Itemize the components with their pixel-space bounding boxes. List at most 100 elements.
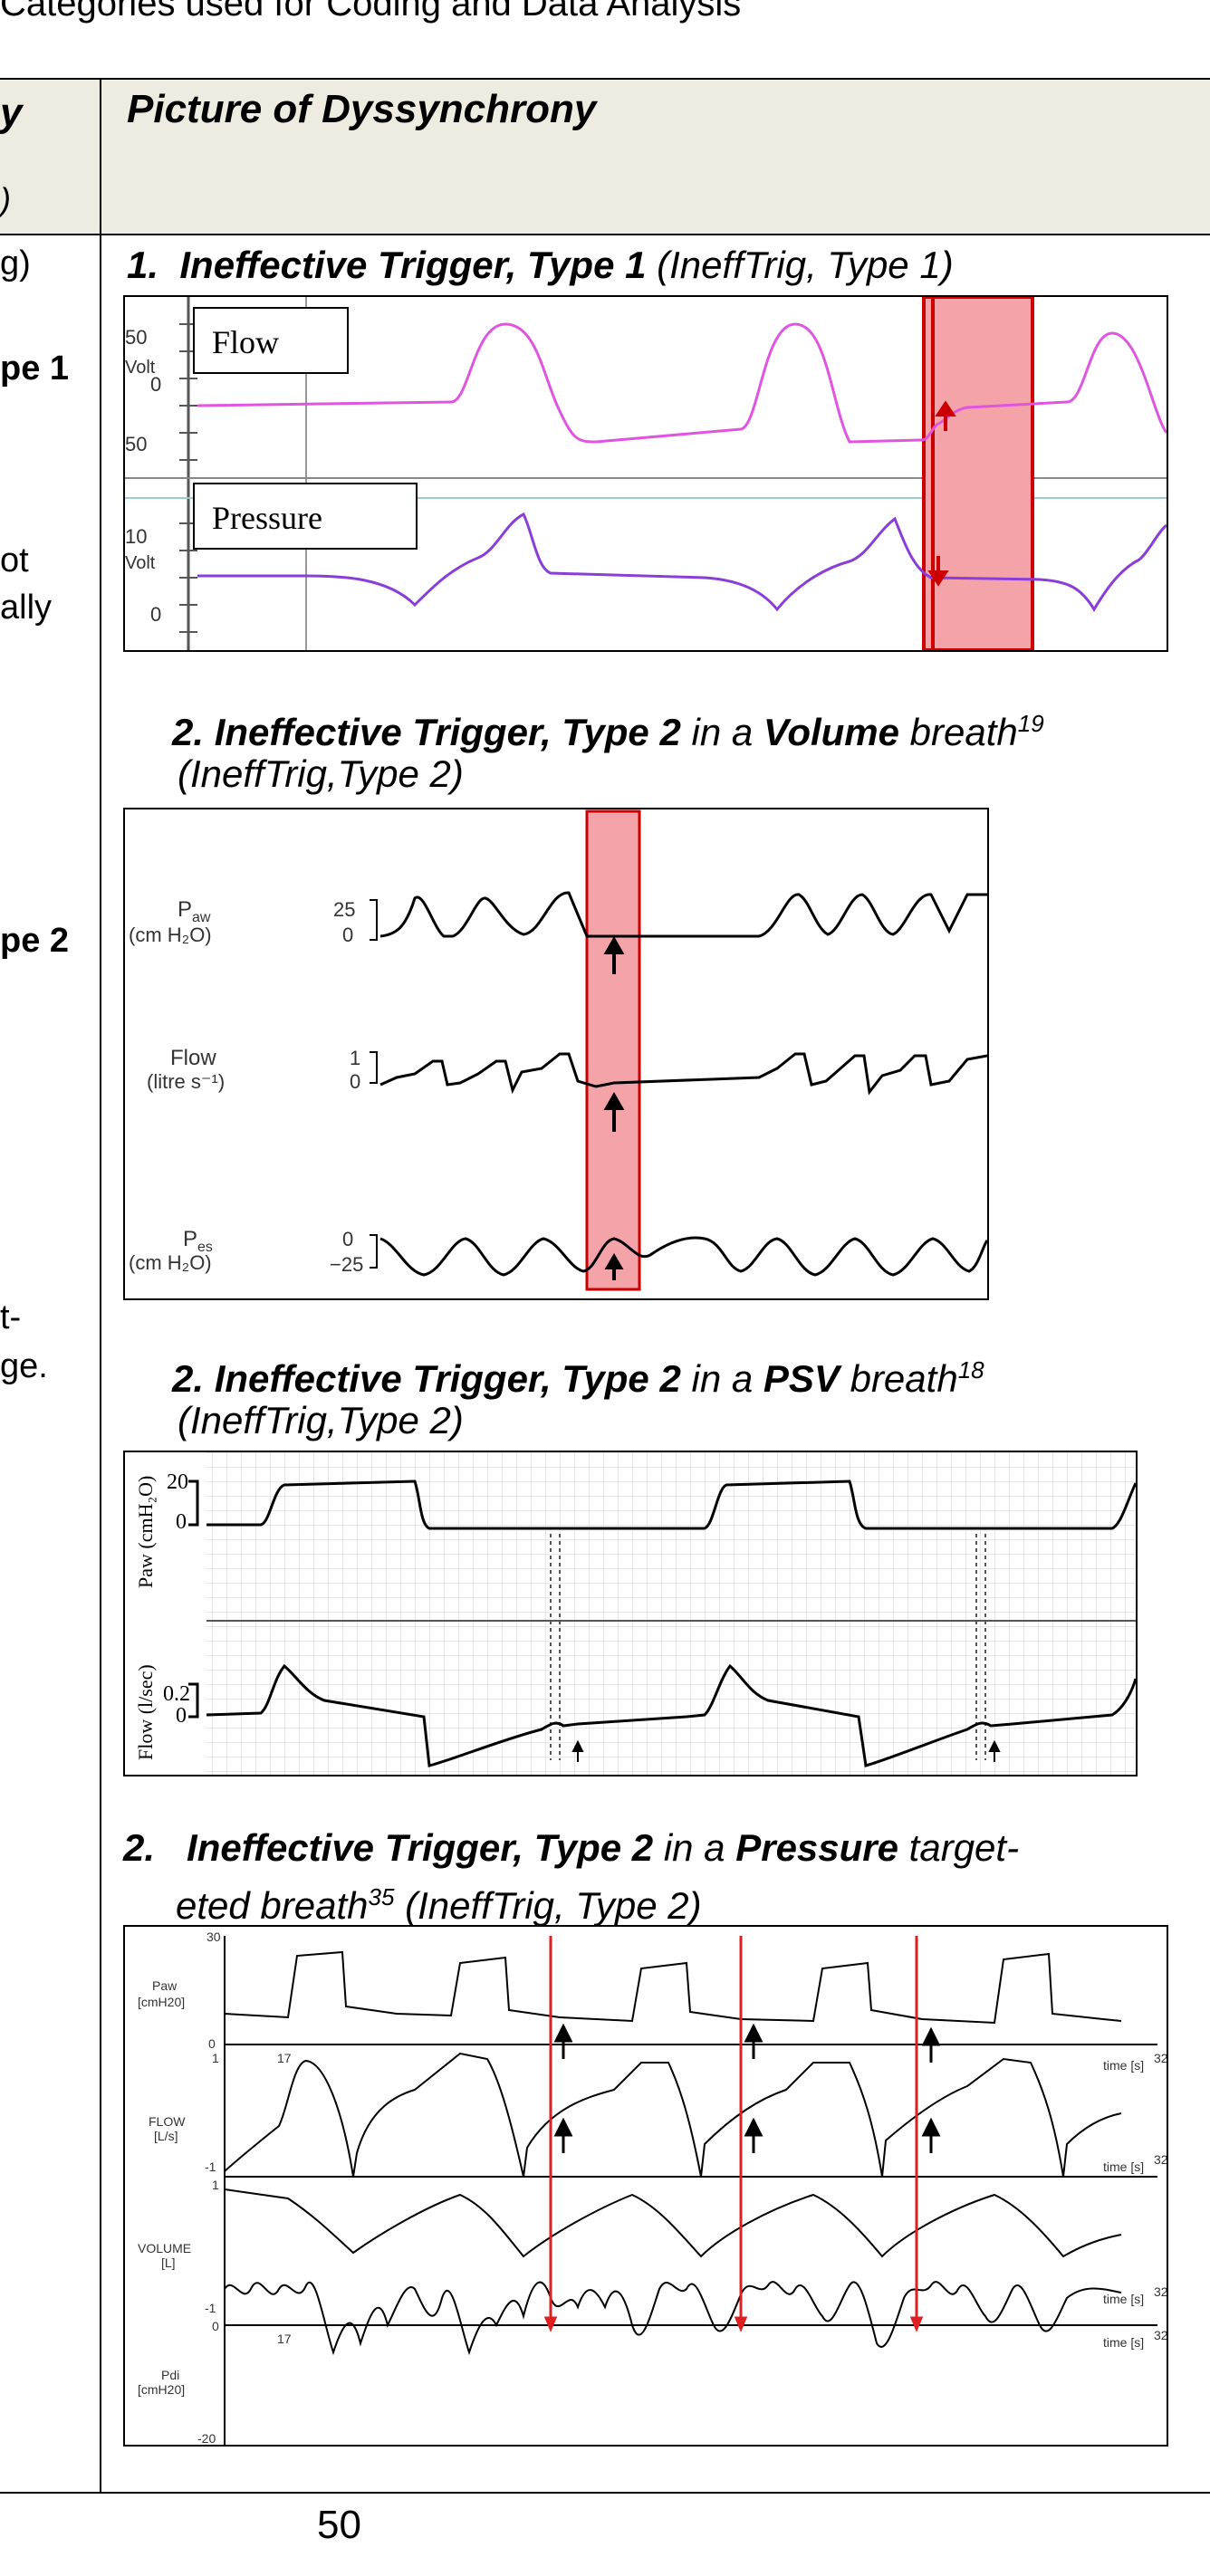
axis-unit-label: Volt [125,553,156,573]
left-fragment: ally [0,589,53,627]
trigger-arrow-up [988,1739,1001,1762]
tick-label: -1 [205,2301,216,2315]
column-divider [100,78,101,2494]
ineffective-trigger-highlight [922,297,1034,650]
pdi-waveform [224,2281,1122,2356]
flow-label: Flow [170,1046,216,1070]
tick-label: 0 [150,373,161,396]
flow-waveform [224,2052,1122,2178]
figure-2-waveform: Paw (cm H₂O) 25 0 Flow (litre s⁻¹) 1 0 P… [123,808,989,1300]
figure-4-waveform: Paw [cmH20] 30 0 1 17 time [s] 32 FLOW [… [123,1925,1168,2447]
tick-label: 0 [350,1070,360,1093]
tick-label: 0 [342,1228,353,1250]
paw-waveform [224,1950,1122,2025]
tick-label: 10 [125,525,147,548]
flow-label: Flow (l/sec) [134,1664,157,1760]
left-fragment: pe 2 [0,922,70,960]
tick-label: 20 [167,1470,188,1494]
figure-1-caption: 1. Ineffective Trigger, Type 1 (IneffTri… [127,244,954,286]
tick-label: 32 [1154,2051,1167,2065]
tick-label: 32 [1154,2152,1167,2167]
paw-unit: [cmH20] [138,1995,185,2009]
figure-3-caption: 2. Ineffective Trigger, Type 2 in a PSV … [172,1356,984,1400]
tick-label: 30 [206,1930,221,1944]
figure-1-waveform: 50 Volt 0 50 10 Volt 0 Flow Pressure [123,295,1168,652]
left-fragment: ge. [0,1347,48,1385]
tick-label: 0 [212,2319,219,2333]
axis-unit-label: Volt [125,358,156,378]
tick-label: 0 [176,1510,187,1534]
tick-label: 32 [1154,2284,1167,2299]
tick-label: 1 [212,2051,219,2065]
trigger-arrow-up [921,2026,941,2063]
paw-waveform [379,891,987,938]
paw-label: Paw [152,1978,178,1993]
trigger-arrow-up [603,935,625,974]
tick-label: 32 [1154,2328,1167,2342]
ineffective-trigger-highlight [585,809,641,1291]
table-header-row [0,78,1210,235]
tick-label: 1 [212,2178,219,2192]
volume-waveform [224,2188,1122,2258]
flow-waveform [379,1052,987,1096]
tick-label: 0 [150,603,161,626]
trigger-arrow-up [744,2023,763,2059]
pes-unit: (cm H₂O) [129,1251,212,1274]
paw-label: Paw [178,897,211,925]
pdi-label: Pdi [161,2368,179,2382]
time-label: time [s] [1103,2292,1144,2306]
page-heading: Categories used for Coding and Data Anal… [0,0,742,24]
trigger-arrow-up [553,2023,573,2059]
tick-label: 25 [333,898,355,921]
tick-label: 50 [125,326,147,349]
figure-3-waveform: Paw (cmH₂O) 20 0 Flow (l/sec) 0.2 0 [123,1451,1138,1776]
trigger-arrow-up [571,1739,584,1762]
trigger-marker-line [543,1936,558,2332]
trigger-marker-line [909,1936,924,2332]
volume-unit: [L] [161,2255,176,2270]
trigger-arrow-up [604,1253,624,1280]
figure-2-caption-line2: (IneffTrig,Type 2) [178,752,464,795]
flow-unit: [L/s] [154,2129,178,2143]
tick-label: 0 [176,1704,187,1728]
trigger-marker-line [734,1936,748,2332]
left-fragment: pe 1 [0,350,70,388]
volume-label: VOLUME [138,2241,191,2255]
paw-unit: (cm H₂O) [129,924,212,946]
tick-label: 17 [277,2332,292,2346]
figure-2-caption: 2. Ineffective Trigger, Type 2 in a Volu… [172,710,1044,753]
right-header-title: Picture of Dyssynchrony [127,87,597,131]
tick-label: 1 [350,1047,360,1069]
tick-label: 0 [208,2036,216,2051]
paw-waveform [206,1480,1136,1530]
pdi-unit: [cmH20] [138,2382,185,2397]
flow-label: FLOW [149,2114,186,2129]
pes-label: Pes [183,1227,213,1255]
time-label: time [s] [1103,2335,1144,2350]
paw-label: Paw (cmH₂O) [134,1476,157,1588]
left-fragment: g) [0,244,31,282]
trigger-arrow-up [744,2117,763,2153]
time-label: time [s] [1103,2159,1144,2174]
flow-label: Flow [212,324,279,360]
tick-label: -20 [197,2431,216,2445]
left-header-fragment: y [0,91,23,135]
pressure-label: Pressure [212,500,322,536]
figure-4-caption-line2: eted breath35 (IneffTrig, Type 2) [176,1883,702,1927]
tick-label: -1 [205,2159,216,2174]
trigger-arrow-up [603,1091,625,1132]
left-fragment: ot [0,541,29,579]
flow-waveform [197,322,1167,444]
flow-unit: (litre s⁻¹) [147,1070,225,1093]
left-fragment: t- [0,1298,22,1336]
page-number: 50 [317,2503,361,2547]
left-header-sub-fragment: ) [0,181,11,218]
figure-4-caption: 2. Ineffective Trigger, Type 2 in a Pres… [123,1826,1020,1869]
figure-3-caption-line2: (IneffTrig,Type 2) [178,1399,464,1441]
trigger-arrow-down [927,556,949,587]
pressure-waveform [197,512,1167,612]
tick-label: 17 [277,2051,292,2065]
tick-label: −25 [330,1253,363,1276]
table-top-border [0,78,1210,80]
tick-label: 0.2 [163,1682,190,1706]
